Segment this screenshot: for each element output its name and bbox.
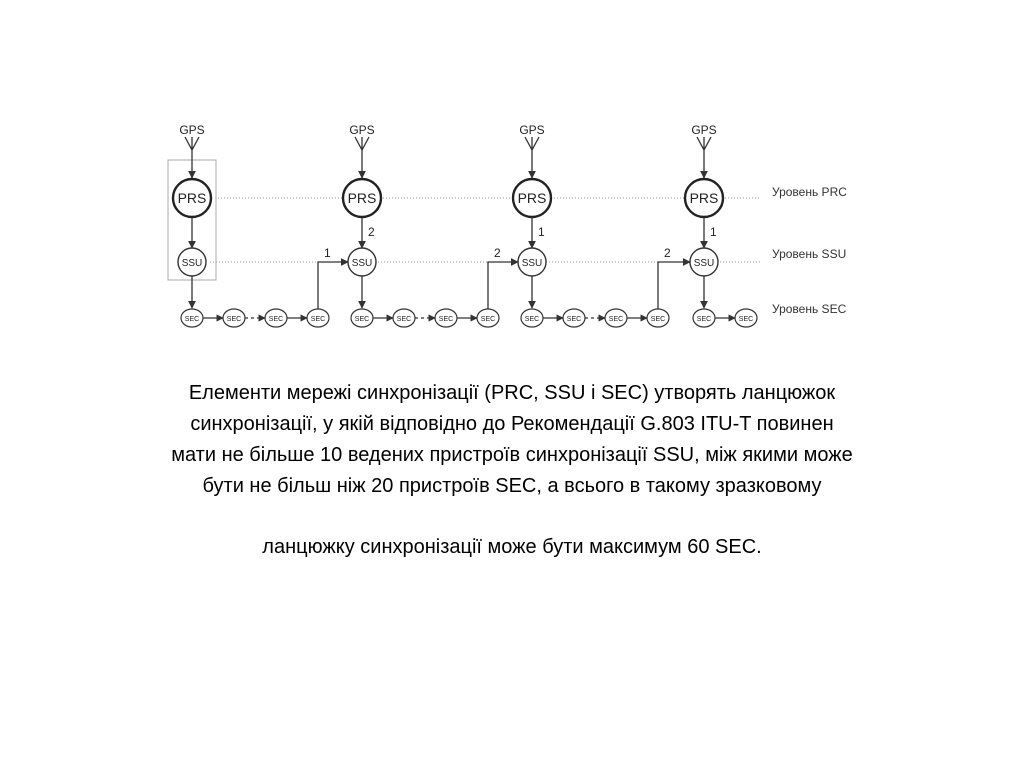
caption-line-4: бути не більш ніж 20 пристроїв SEC, а вс… — [202, 475, 822, 497]
caption-line-5: ланцюжку синхронізації може бути максиму… — [262, 536, 762, 558]
link-priority-label: 1 — [324, 246, 331, 260]
sec-to-ssu-link — [657, 258, 691, 309]
ssu-label: SSU — [352, 258, 373, 269]
sec-label: SEC — [567, 316, 581, 323]
gps-label: GPS — [691, 123, 716, 137]
sync-column: GPS PRS SSU — [171, 123, 213, 309]
antenna-icon — [696, 136, 712, 152]
sec-to-ssu-link — [487, 258, 519, 309]
ssu-label: SSU — [694, 258, 715, 269]
link-priority-label: 2 — [664, 246, 671, 260]
caption-text: Елементи мережі синхронізації (PRC, SSU … — [60, 378, 964, 563]
sec-label: SEC — [525, 316, 539, 323]
link-priority-label: 2 — [368, 225, 375, 239]
gps-label: GPS — [349, 123, 374, 137]
antenna-icon — [354, 136, 370, 152]
sec-label: SEC — [185, 316, 199, 323]
antenna-icon — [524, 136, 540, 152]
sec-label: SEC — [609, 316, 623, 323]
sec-label: SEC — [227, 316, 241, 323]
link-priority-label: 1 — [710, 225, 717, 239]
sec-label: SEC — [311, 316, 325, 323]
link-priority-label: 1 — [538, 225, 545, 239]
prs-label: PRS — [690, 190, 719, 206]
caption-line-1: Елементи мережі синхронізації (PRC, SSU … — [188, 382, 836, 404]
prs-label: PRS — [348, 190, 377, 206]
gps-label: GPS — [179, 123, 204, 137]
caption-line-3: мати не більше 10 ведених пристроїв синх… — [171, 444, 853, 466]
prs-label: PRS — [178, 190, 207, 206]
level-ssu-label: Уровень SSU — [772, 247, 846, 261]
sync-chain-diagram: GPSPRSSSUGPSPRS2SSUGPSPRS1SSUGPSPRS1SSU … — [167, 123, 847, 328]
sec-label: SEC — [651, 316, 665, 323]
sec-label: SEC — [739, 316, 753, 323]
prs-label: PRS — [518, 190, 547, 206]
sec-label: SEC — [397, 316, 411, 323]
sec-label: SEC — [697, 316, 711, 323]
sec-label: SEC — [269, 316, 283, 323]
sec-to-ssu-link — [317, 258, 349, 309]
level-prc-label: Уровень PRC — [772, 185, 847, 199]
sec-label: SEC — [481, 316, 495, 323]
antenna-icon — [184, 136, 200, 152]
ssu-label: SSU — [522, 258, 543, 269]
caption-line-2: синхронізації, у якій відповідно до Реко… — [190, 413, 834, 435]
gps-label: GPS — [519, 123, 544, 137]
sec-node — [734, 308, 758, 328]
link-priority-label: 2 — [494, 246, 501, 260]
ssu-label: SSU — [182, 258, 203, 269]
sec-label: SEC — [439, 316, 453, 323]
sec-label: SEC — [355, 316, 369, 323]
level-sec-label: Уровень SEC — [772, 302, 847, 316]
